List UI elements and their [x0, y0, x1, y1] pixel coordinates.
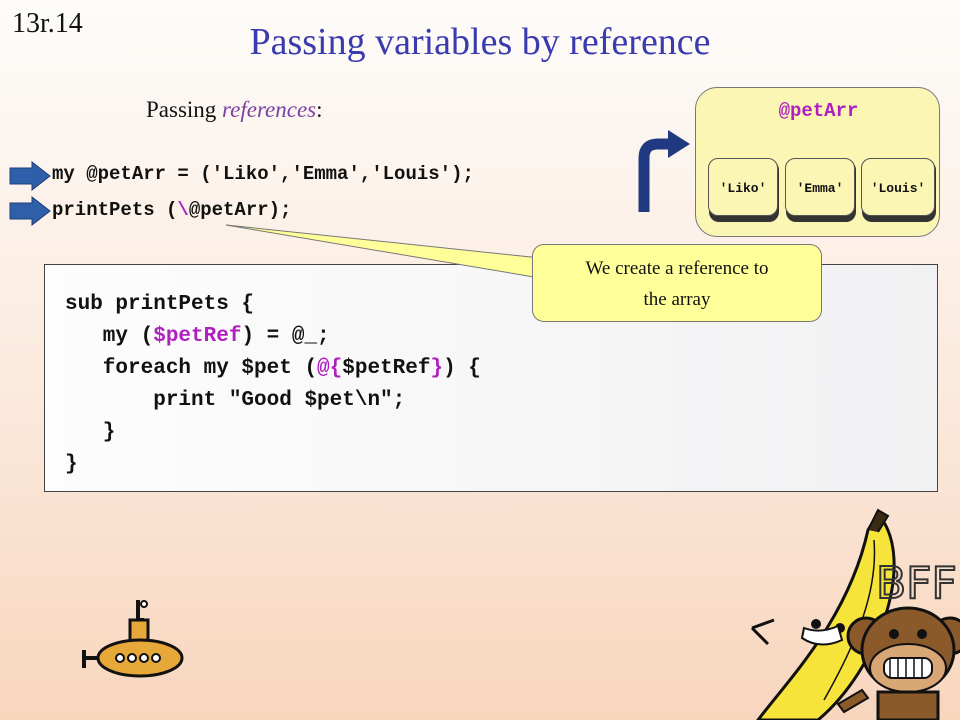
code-call-suffix: @petArr);: [188, 199, 292, 221]
array-element: 'Emma': [785, 158, 855, 216]
subtitle-italic: references: [222, 97, 317, 122]
callout-line-2: the array: [643, 289, 711, 310]
subtitle-suffix: :: [316, 97, 323, 122]
bff-text: BFF: [876, 558, 957, 609]
callout-line-1: We create a reference to: [585, 258, 769, 279]
code-backslash: \: [177, 199, 189, 221]
code-seg: ) {: [443, 357, 481, 380]
code-seg: foreach my $pet (: [65, 357, 318, 380]
code-seg-var: $petRef: [153, 325, 242, 348]
callout-note: We create a reference to the array: [532, 244, 822, 322]
subtitle: Passing references:: [146, 97, 323, 123]
bullet-arrow-icon: [9, 161, 51, 191]
bullet-arrow-icon: [9, 196, 51, 226]
code-seg-deref: @{: [317, 357, 343, 380]
code-seg: $petRef: [342, 357, 431, 380]
code-block-line: }: [65, 421, 116, 444]
array-element: 'Louis': [861, 158, 935, 216]
code-line-call: printPets (\@petArr);: [52, 199, 291, 221]
array-name-label: @petArr: [778, 100, 859, 122]
slide-number: 13r.14: [12, 8, 83, 39]
code-block-line: print "Good $pet\n";: [65, 389, 406, 412]
code-seg: ) = @_;: [241, 325, 330, 348]
code-block-line: foreach my $pet (@{$petRef}) {: [65, 357, 481, 380]
code-line-array-assign: my @petArr = ('Liko','Emma','Louis');: [52, 163, 474, 185]
array-panel: @petArr 'Liko' 'Emma' 'Louis': [695, 87, 940, 237]
slide-title: Passing variables by reference: [249, 21, 711, 63]
subtitle-prefix: Passing: [146, 97, 223, 122]
code-block-line: my ($petRef) = @_;: [65, 325, 330, 348]
banana-monkey-illustration: BFF: [750, 508, 960, 720]
array-element: 'Liko': [708, 158, 778, 216]
code-seg-deref-close: }: [430, 357, 444, 380]
submarine-icon: [82, 600, 184, 678]
reference-arrow-icon: [638, 130, 690, 212]
code-block-line: sub printPets {: [65, 293, 255, 316]
code-call-prefix: printPets (: [52, 199, 178, 221]
code-block-line: }: [65, 453, 78, 476]
code-seg: my (: [65, 325, 154, 348]
